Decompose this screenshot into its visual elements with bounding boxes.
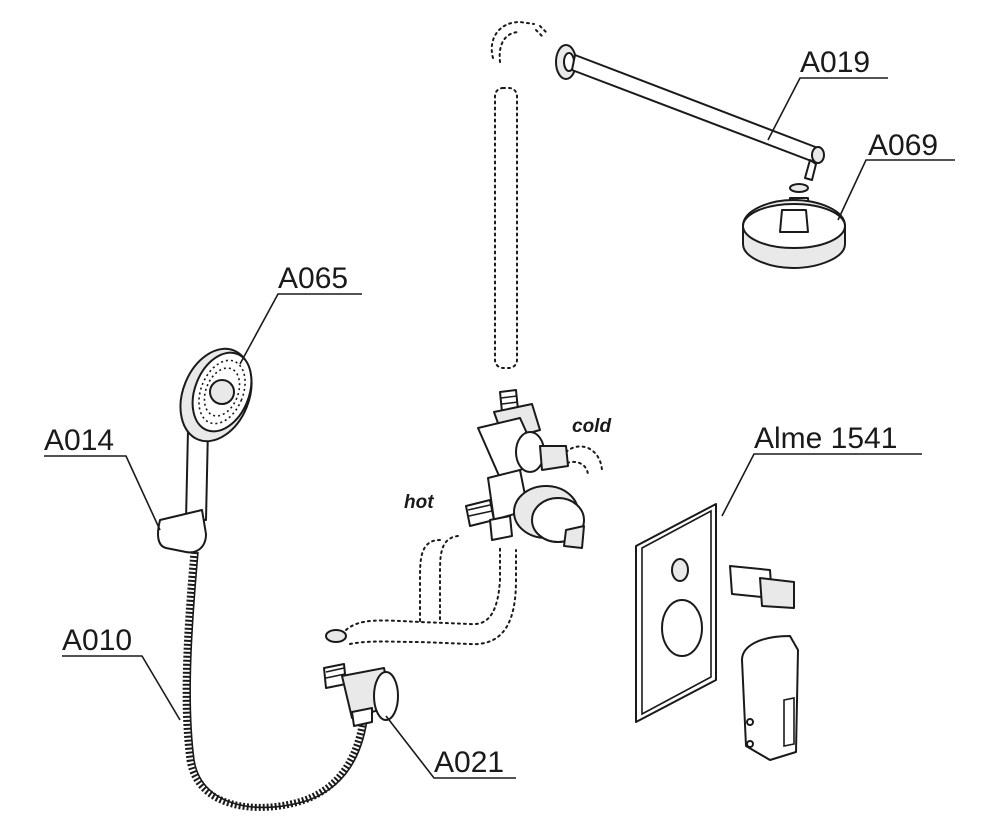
wall-holder [157,509,207,554]
riser-pipe-dotted [490,20,547,369]
label-a014: A014 [44,424,114,457]
label-a019: A019 [800,46,870,79]
label-alme-1541: Alme 1541 [754,422,897,455]
alme-trim-kit [635,503,799,761]
label-a065: A065 [278,262,348,295]
hand-shower [179,347,253,521]
label-hot: hot [404,492,434,513]
label-a010: A010 [62,624,132,657]
leader-lines [44,77,955,779]
connecting-pipes-dotted [345,445,603,646]
rain-shower-head [742,183,846,269]
thermostatic-mixer-body [465,389,585,549]
label-a021: A021 [434,746,504,779]
shower-hose [182,551,369,811]
label-a069: A069 [868,129,938,162]
shower-arm [555,44,825,181]
wall-outlet [323,629,399,727]
label-cold: cold [572,416,611,437]
